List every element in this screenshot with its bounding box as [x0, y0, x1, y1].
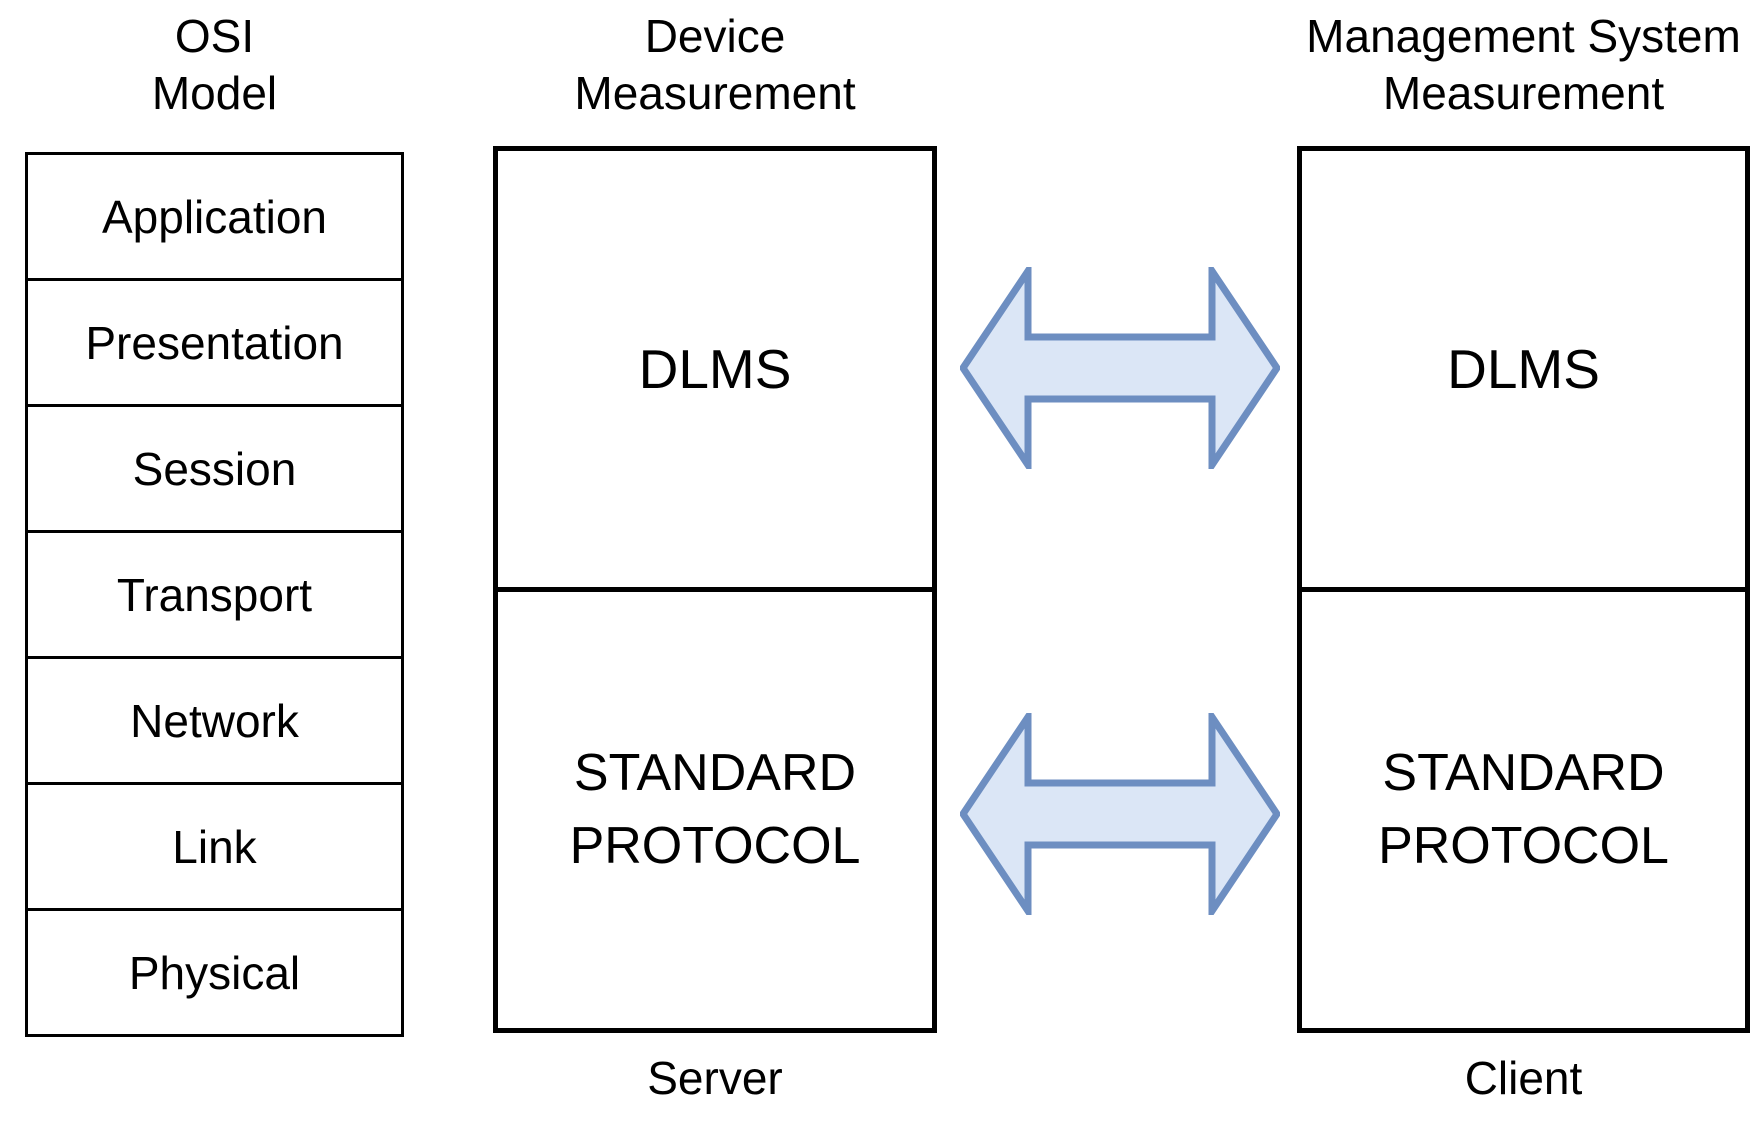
dlms-double-headed-arrow-icon — [960, 267, 1280, 469]
device-measurement-title-line1: Device — [644, 10, 786, 62]
management-standard-protocol-box: STANDARD PROTOCOL — [1302, 592, 1745, 1028]
management-system-title: Management System Measurement — [1297, 8, 1750, 122]
management-standard-protocol-line2: PROTOCOL — [1378, 817, 1669, 875]
client-label: Client — [1464, 1052, 1583, 1104]
device-measurement-title: Device Measurement — [493, 8, 937, 122]
management-standard-protocol-line1: STANDARD — [1382, 744, 1665, 802]
device-dlms-box: DLMS — [498, 151, 932, 592]
management-dlms-box: DLMS — [1302, 151, 1745, 592]
osi-model-title-line1: OSI — [174, 10, 255, 62]
osi-layer-stack: Application Presentation Session Transpo… — [25, 152, 404, 1037]
management-system-title-line1: Management System — [1306, 10, 1741, 62]
protocol-double-headed-arrow-icon — [960, 713, 1280, 915]
osi-layer-physical: Physical — [28, 908, 401, 1034]
device-standard-protocol-box: STANDARD PROTOCOL — [498, 592, 932, 1028]
osi-layer-transport: Transport — [28, 530, 401, 656]
management-protocol-stack: DLMS STANDARD PROTOCOL — [1297, 146, 1750, 1033]
osi-model-title-line2: Model — [151, 67, 278, 119]
device-protocol-stack: DLMS STANDARD PROTOCOL — [493, 146, 937, 1033]
management-system-title-line2: Measurement — [1382, 67, 1665, 119]
osi-layer-network: Network — [28, 656, 401, 782]
device-measurement-title-line2: Measurement — [574, 67, 856, 119]
osi-layer-application: Application — [101, 190, 328, 243]
device-standard-protocol-line1: STANDARD — [573, 744, 857, 802]
osi-layer-session: Session — [28, 404, 401, 530]
osi-layer-presentation: Presentation — [28, 278, 401, 404]
server-label: Server — [647, 1052, 783, 1104]
osi-layer-link: Link — [28, 782, 401, 908]
device-standard-protocol-line2: PROTOCOL — [569, 817, 861, 875]
osi-model-title: OSI Model — [25, 8, 404, 122]
